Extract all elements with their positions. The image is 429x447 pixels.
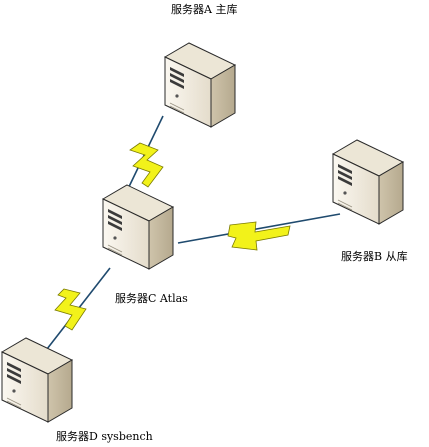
server-b-icon xyxy=(332,139,404,225)
lightning-bolt-icon xyxy=(54,288,87,331)
link-c-a xyxy=(124,115,164,196)
link-c-d xyxy=(39,267,111,359)
server-c-icon xyxy=(102,184,174,270)
server-c-label: 服务器C Atlas xyxy=(115,292,188,305)
lightning-bolt-icon xyxy=(227,221,291,251)
lightning-bolt-icon xyxy=(129,142,164,188)
server-d-icon xyxy=(1,337,73,423)
server-d-label: 服务器D sysbench xyxy=(56,430,153,443)
server-a-label: 服务器A 主库 xyxy=(171,3,238,16)
server-a-icon xyxy=(164,42,236,128)
server-b-label: 服务器B 从库 xyxy=(341,250,408,263)
link-c-b xyxy=(177,213,341,251)
